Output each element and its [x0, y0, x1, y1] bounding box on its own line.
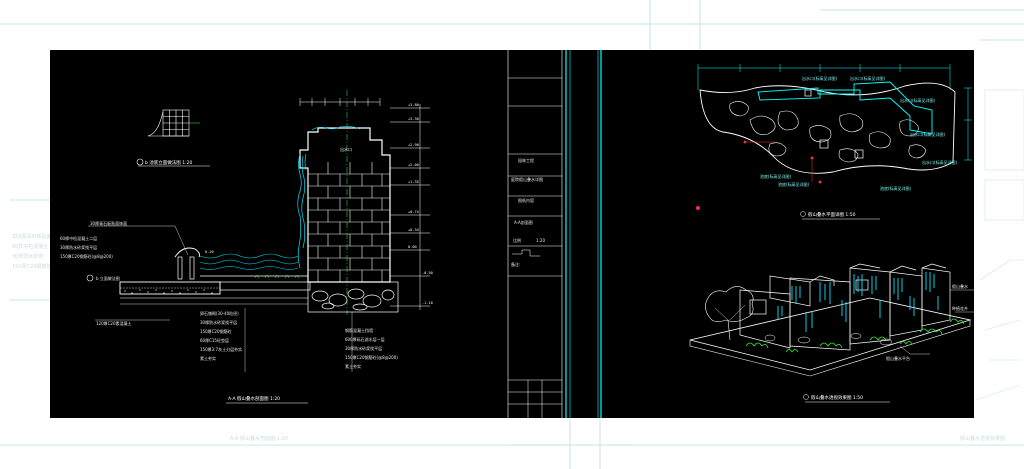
cad-drawing-sheet: b 池底立面做法图 1:20 [50, 50, 974, 418]
perspective-bottom-label: 假山叠水平台 [886, 355, 910, 361]
perspective-view: 假山叠水 种植花卉 假山叠水平台 假山叠水透视效果图 1:50 [689, 263, 974, 403]
material-note: 150厚C20钢筋砼(@8@200) [60, 253, 113, 259]
elevation-markers [390, 104, 430, 310]
left-material-notes: 30厚青石板贴面饰面 60厚中粒混凝土二层 30厚防水砂浆找平层 150厚C20… [60, 220, 189, 326]
ghost-label-3: 30厚防水砂浆 [12, 253, 43, 260]
elevation-label: +0.34 [408, 228, 419, 232]
detail-callout: b 立面做法图 [96, 275, 120, 281]
bottom-material-notes: 卵石铺砌(30-40粒径) 30厚防水砂浆找平层 150厚C20钢筋砼 60厚C… [200, 308, 246, 372]
red-marker [696, 206, 700, 210]
plan-callout: 出水口(标高见详图) [802, 75, 838, 81]
elevation-label: -0.50 [422, 271, 433, 275]
plan-bottom-label: 池底(标高见详图) [760, 173, 792, 179]
elevation-label: +3.80 [408, 103, 419, 107]
plan-view: 出水口(标高见详图) 出水口(标高见详图) 出水口(标高见详图) 出水口(标高见… [697, 64, 972, 220]
plan-water-channel [757, 81, 933, 135]
material-note: 60厚中粒混凝土二层 [60, 235, 97, 241]
elevation-label: +3.30 [408, 117, 419, 121]
material-note: 150厚C20钢筋砼(@8@200) [345, 354, 398, 360]
plan-view-marker [800, 211, 806, 217]
material-note: 卵石铺砌(30-40粒径) [200, 310, 239, 316]
material-note: 30厚防水砂浆找平层 [200, 319, 237, 325]
perspective-view-title: 假山叠水透视效果图 1:50 [811, 394, 863, 401]
profile-grid-detail [147, 109, 200, 137]
ghost-caption-right: 假山叠水透视效果图 [960, 435, 1005, 442]
plan-bottom-label: 池底(标高见详图) [880, 185, 912, 191]
material-note: 120厚C20素混凝土 [96, 320, 132, 326]
water-cascade [297, 126, 361, 269]
title-block-drawing-name: 庭院假山叠水详图 [511, 176, 543, 182]
material-note: 30厚青石板贴面饰面 [90, 220, 127, 226]
inlet-label: 出水口 [340, 146, 352, 152]
ghost-label-2: 60厚中粒混凝土 [12, 243, 48, 250]
plan-bottom-label: 池底(标高见详图) [778, 181, 810, 187]
detail-marker-b [86, 274, 94, 282]
right-material-notes: 钢筋混凝土挡墙 600厚砾石滤水层一层 30厚防水砂浆找平层 150厚C20钢筋… [345, 312, 398, 372]
cad-drawing-canvas: b 池底立面做法图 1:20 [60, 50, 974, 418]
material-note: 30厚防水砂浆找平层 [345, 345, 382, 351]
foundation-stones [307, 281, 399, 313]
ghost-caption-bottom: A-A 假山叠水剖面图 1:20 [230, 435, 288, 442]
material-note: 素土夯实 [200, 355, 216, 361]
title-block-notes-label: 备注: [511, 261, 520, 267]
material-note: 150厚3:7灰土分层夯实 [200, 346, 242, 352]
ghost-label-1: 350厚青石板贴面 [12, 233, 52, 240]
plan-callout: 出水口(标高见详图) [850, 75, 886, 81]
elevation-label: +2.00 [408, 163, 419, 167]
perspective-callout: 假山叠水 [952, 283, 968, 289]
detail-marker-b [136, 158, 144, 166]
top-dimension-chain [299, 98, 381, 106]
title-block: 园林工程 庭院假山叠水详图 图纸内容 A-A剖面图 比例 1:20 备注: [507, 50, 602, 418]
elevation-label: 0.00 [408, 245, 417, 249]
elevation-label: +0.74 [408, 210, 419, 214]
title-block-content-label: 图纸内容 [518, 197, 534, 203]
perspective-callout: 种植花卉 [952, 305, 968, 311]
perspective-view-marker [803, 394, 809, 400]
title-block-scale-heading: A-A剖面图 [514, 219, 533, 225]
title-block-scale-value: 1:20 [536, 238, 545, 243]
pool-section [119, 247, 311, 305]
stone-wall: 出水口 [299, 90, 391, 315]
plan-callout: 出水口(标高见详图) [922, 159, 958, 165]
elevation-label: +1.35 [408, 180, 419, 184]
material-note: 素土夯实 [345, 363, 361, 369]
material-note: 30厚防水砂浆找平层 [60, 244, 97, 250]
plan-callout: 出水口(标高见详图) [900, 97, 936, 103]
title-block-scale-label: 比例 [513, 237, 521, 243]
section-view-title: A-A 假山叠水剖面图 1:20 [228, 395, 280, 402]
elevation-label: -1.10 [422, 301, 433, 305]
material-note: 600厚砾石滤水层一层 [345, 336, 385, 342]
plan-view-title: 假山叠水平面详图 1:50 [808, 211, 856, 218]
title-block-project: 园林工程 [518, 157, 534, 163]
elevation-label: +2.90 [408, 143, 419, 147]
elevation-label: 0.20 [205, 250, 214, 254]
scale-bar-symbol [512, 249, 540, 257]
material-note: 钢筋混凝土挡墙 [345, 327, 373, 333]
ghost-label-4: 150厚C20钢筋砼 [12, 263, 51, 270]
elevation-labels: +3.80 +3.30 +2.90 +2.00 +1.35 +0.74 +0.3… [205, 103, 433, 305]
plan-callout: 出水口(标高见详图) [910, 131, 946, 137]
material-note: 150厚C20钢筋砼 [200, 328, 232, 334]
section-view: b 池底立面做法图 1:20 [60, 90, 433, 404]
profile-caption: b 池底立面做法图 1:20 [145, 159, 192, 166]
material-note: 60厚C15砼垫层 [200, 337, 229, 343]
